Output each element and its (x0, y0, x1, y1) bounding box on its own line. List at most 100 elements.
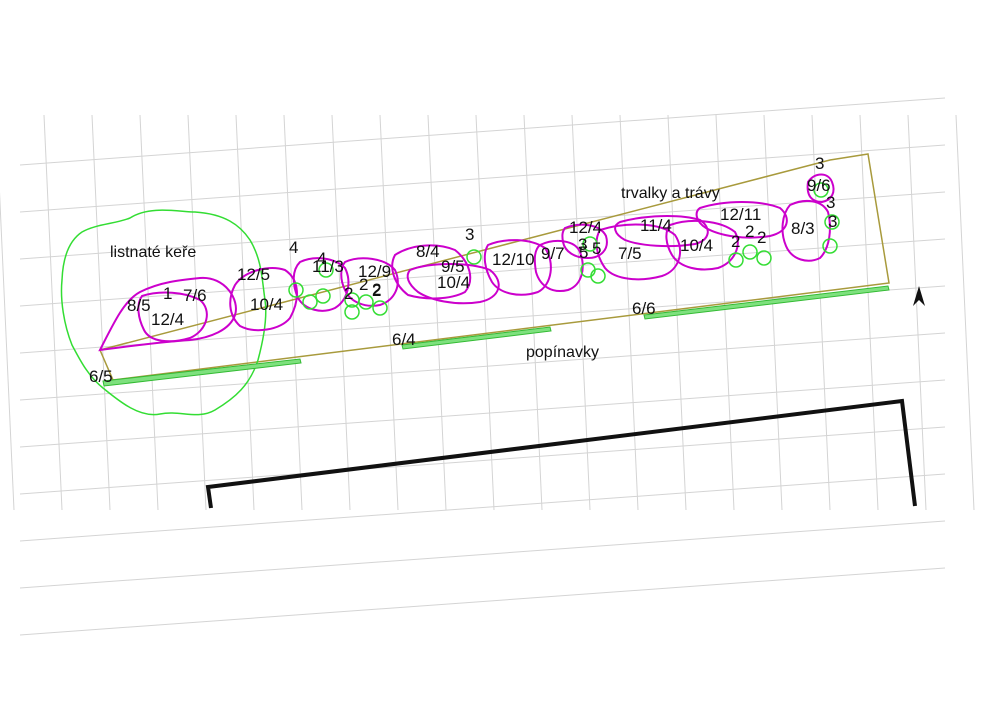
caption-climbers: popínavky (526, 344, 599, 361)
plant-code-label: 12/4 (151, 310, 184, 329)
plant-group (229, 267, 298, 332)
climber-bar (643, 285, 890, 320)
plant-group (391, 244, 472, 300)
plant-code-label: 10/4 (680, 236, 713, 255)
plant-code-label: 3 (828, 212, 837, 231)
plant-code-label: 7/6 (183, 286, 207, 305)
plant-code-label: 3 (465, 225, 474, 244)
climber-bar (401, 326, 552, 350)
plant-code-label: 2 (731, 232, 740, 251)
plant-code-label: 9/7 (541, 244, 565, 263)
plant-code-label: 4 (289, 238, 298, 257)
plant-code-label: 12/5 (237, 265, 270, 284)
plant-code-label: 2 (757, 228, 766, 247)
plant-marker (822, 238, 838, 254)
grid-line (43, 114, 63, 511)
grid-line (715, 114, 735, 511)
grid-line (19, 520, 946, 589)
plant-marker (756, 250, 772, 266)
grid-line (0, 191, 15, 511)
plant-group (665, 220, 739, 271)
grid-line (139, 114, 159, 511)
plant-code-label: 7/5 (618, 244, 642, 263)
shrub-canopy-outline (60, 209, 267, 416)
plant-group (595, 223, 682, 281)
caption-perennials: trvalky a trávy (621, 185, 720, 202)
climber-code-label: 6/5 (89, 367, 113, 386)
building-outline (205, 398, 917, 509)
plant-marker (590, 268, 606, 284)
climber-bars (102, 285, 890, 387)
plant-code-label: 2 (745, 222, 754, 241)
plant-code-label: 5 (592, 239, 601, 258)
plant-group (533, 239, 584, 292)
plant-code-label: 9/5 (441, 257, 465, 276)
plant-marker (813, 182, 829, 198)
grid-line (955, 114, 975, 511)
plant-marker (302, 294, 318, 310)
plant-code-label: 3 (815, 154, 824, 173)
plant-code-label: 12/9 (358, 262, 391, 281)
grid-line (19, 144, 946, 213)
grid-line (91, 114, 111, 511)
plant-code-label: 12/4 (569, 218, 602, 237)
grid-line (19, 238, 946, 307)
grid-line (19, 567, 946, 636)
plant-group (806, 173, 835, 204)
grid-line (475, 114, 495, 511)
plant-group (483, 239, 552, 296)
plant-group (292, 257, 350, 312)
bed-outline (98, 153, 890, 381)
grid-line (19, 473, 946, 542)
plant-code-label: 2 (359, 275, 368, 294)
plant-code-label: 8/4 (416, 242, 440, 261)
plant-code-label: 11/3 (312, 257, 344, 276)
plant-code-label: 2 (372, 280, 381, 299)
grid-line (763, 114, 783, 511)
plant-group (561, 223, 608, 260)
plant-marker (344, 304, 360, 320)
grid-line (427, 114, 447, 511)
grid-line (19, 332, 946, 401)
grid (0, 97, 975, 636)
grid-line (19, 97, 946, 166)
plant-markers (288, 182, 840, 320)
plant-code-label: 8/5 (127, 296, 151, 315)
plant-group (340, 257, 399, 307)
plant-code-label: 10/4 (250, 295, 283, 314)
plant-marker (742, 244, 758, 260)
climber-labels: 6/5 6/4 6/6 (89, 299, 656, 386)
plant-group (406, 263, 500, 305)
north-arrow-icon (913, 286, 925, 306)
plant-marker (824, 214, 840, 230)
plant-code-label: 12/11 (720, 205, 761, 224)
plant-marker (358, 294, 374, 310)
climber-code-label: 6/6 (632, 299, 656, 318)
grid-line (907, 114, 927, 511)
plant-code-label: 10/4 (437, 273, 470, 292)
plant-code-label: 8/3 (791, 219, 815, 238)
plant-marker (318, 262, 334, 278)
plant-group (781, 199, 831, 262)
grid-line (187, 114, 207, 511)
grid-line (19, 191, 946, 260)
plant-marker (582, 236, 598, 252)
plant-group (614, 215, 709, 248)
climber-code-label: 6/4 (392, 330, 416, 349)
plant-marker (315, 288, 331, 304)
plant-code-label: 4 (317, 249, 326, 268)
grid-line (19, 379, 946, 448)
plant-code-label: 2 (344, 284, 353, 303)
grid-line (811, 114, 831, 511)
caption-shrubs: listnaté keře (110, 244, 196, 261)
plant-marker (466, 249, 482, 265)
plant-code-label: 2 (372, 281, 381, 300)
grid-line (331, 114, 351, 511)
grid-line (379, 114, 399, 511)
plant-marker (372, 300, 388, 316)
plant-group (137, 291, 208, 343)
plant-code-label: 3 (578, 235, 587, 254)
climber-bar (102, 358, 302, 387)
